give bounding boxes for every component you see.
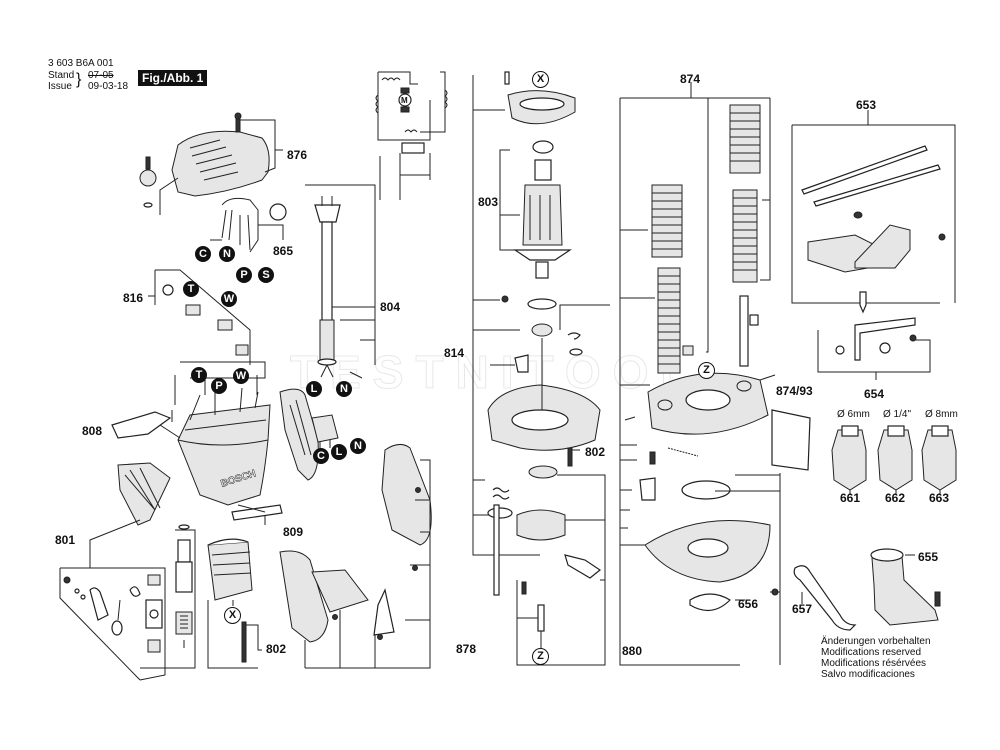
wire-badge-t: T	[183, 281, 199, 297]
part-label-804: 804	[380, 300, 401, 314]
dust-adapter-drawing	[870, 548, 941, 626]
part-label-803: 803	[478, 195, 499, 209]
part-label-661: 661	[840, 491, 861, 505]
switch-block-drawing	[311, 414, 339, 450]
wire-badge-c-switch: C	[313, 448, 329, 464]
issue-value: 09-03-18	[88, 81, 129, 92]
handle-kit-drawing	[59, 519, 196, 681]
document-number: 3 603 B6A 001	[48, 58, 114, 69]
plunge-base-drawing	[619, 82, 811, 666]
part-label-802-center: 802	[585, 445, 606, 459]
wire-badge-p: P	[236, 267, 252, 283]
part-label-808: 808	[82, 424, 103, 438]
part-label-656: 656	[738, 597, 759, 611]
stand-label: Stand	[48, 70, 75, 81]
brace-icon: }	[76, 71, 82, 88]
ref-marker-z-base: Z	[698, 362, 715, 379]
collet-size-quarter-inch: Ø 1/4"	[883, 409, 912, 420]
collet-drawings	[831, 425, 957, 495]
figure-label: Fig./Abb. 1	[138, 70, 208, 86]
part-label-657: 657	[792, 602, 813, 616]
collet-size-8mm: Ø 8mm	[925, 409, 958, 420]
armature-assembly-drawing	[472, 71, 610, 666]
part-label-802-left: 802	[266, 642, 287, 656]
watermark: TESTNITOOL	[290, 346, 701, 399]
field-coil-drawing	[207, 538, 262, 669]
switch-wire-drawing	[210, 197, 287, 253]
collet-size-6mm: Ø 6mm	[837, 409, 870, 420]
motor-symbol: M	[401, 96, 408, 105]
part-label-874: 874	[680, 72, 701, 86]
wire-badge-w-housing: W	[233, 368, 249, 384]
power-cable-drawing	[305, 184, 376, 379]
part-label-654: 654	[864, 387, 885, 401]
stand-value: 07-05	[88, 70, 114, 81]
motor-housing-drawing: BOSCH	[111, 361, 319, 526]
wire-badge-s: S	[258, 267, 274, 283]
part-label-809: 809	[283, 525, 304, 539]
ref-marker-x-bottom: X	[224, 607, 241, 624]
part-label-878: 878	[456, 642, 477, 656]
wire-badge-p-housing: P	[211, 378, 227, 394]
wire-badge-n: N	[219, 246, 235, 262]
brush-holder-drawing	[148, 269, 251, 365]
wire-badge-c: C	[195, 246, 211, 262]
part-label-655: 655	[918, 550, 939, 564]
issue-label: Issue	[48, 81, 72, 92]
part-label-880: 880	[622, 644, 643, 658]
part-label-814: 814	[444, 346, 465, 360]
note-line: Modifications résérvées	[821, 658, 927, 669]
motor-cover-drawing	[139, 112, 283, 215]
note-line: Modifications reserved	[821, 647, 922, 658]
wire-badge-t-housing: T	[191, 367, 207, 383]
part-label-865: 865	[273, 244, 294, 258]
parallel-guide-drawing	[791, 110, 956, 380]
part-label-653: 653	[856, 98, 877, 112]
handle-cover-drawing	[279, 444, 432, 669]
note-line: Salvo modificaciones	[821, 669, 915, 680]
part-label-816: 816	[123, 291, 144, 305]
wire-badge-w: W	[221, 291, 237, 307]
modification-notes: Änderungen vorbehalten Modifications res…	[821, 636, 931, 680]
wire-badge-n-cable: N	[336, 381, 352, 397]
circuit-schematic	[375, 71, 448, 200]
part-label-874-93: 874/93	[776, 384, 813, 398]
ref-marker-x-top: X	[532, 71, 549, 88]
part-label-663: 663	[929, 491, 950, 505]
note-line: Änderungen vorbehalten	[821, 636, 931, 647]
wrench-drawing	[793, 565, 857, 631]
part-label-876: 876	[287, 148, 308, 162]
part-label-801: 801	[55, 533, 76, 547]
wire-badge-l-cable: L	[306, 381, 322, 397]
ref-marker-z-bottom: Z	[532, 648, 549, 665]
wire-badge-n-switch: N	[350, 438, 366, 454]
wire-badge-l-switch: L	[331, 444, 347, 460]
part-label-662: 662	[885, 491, 906, 505]
